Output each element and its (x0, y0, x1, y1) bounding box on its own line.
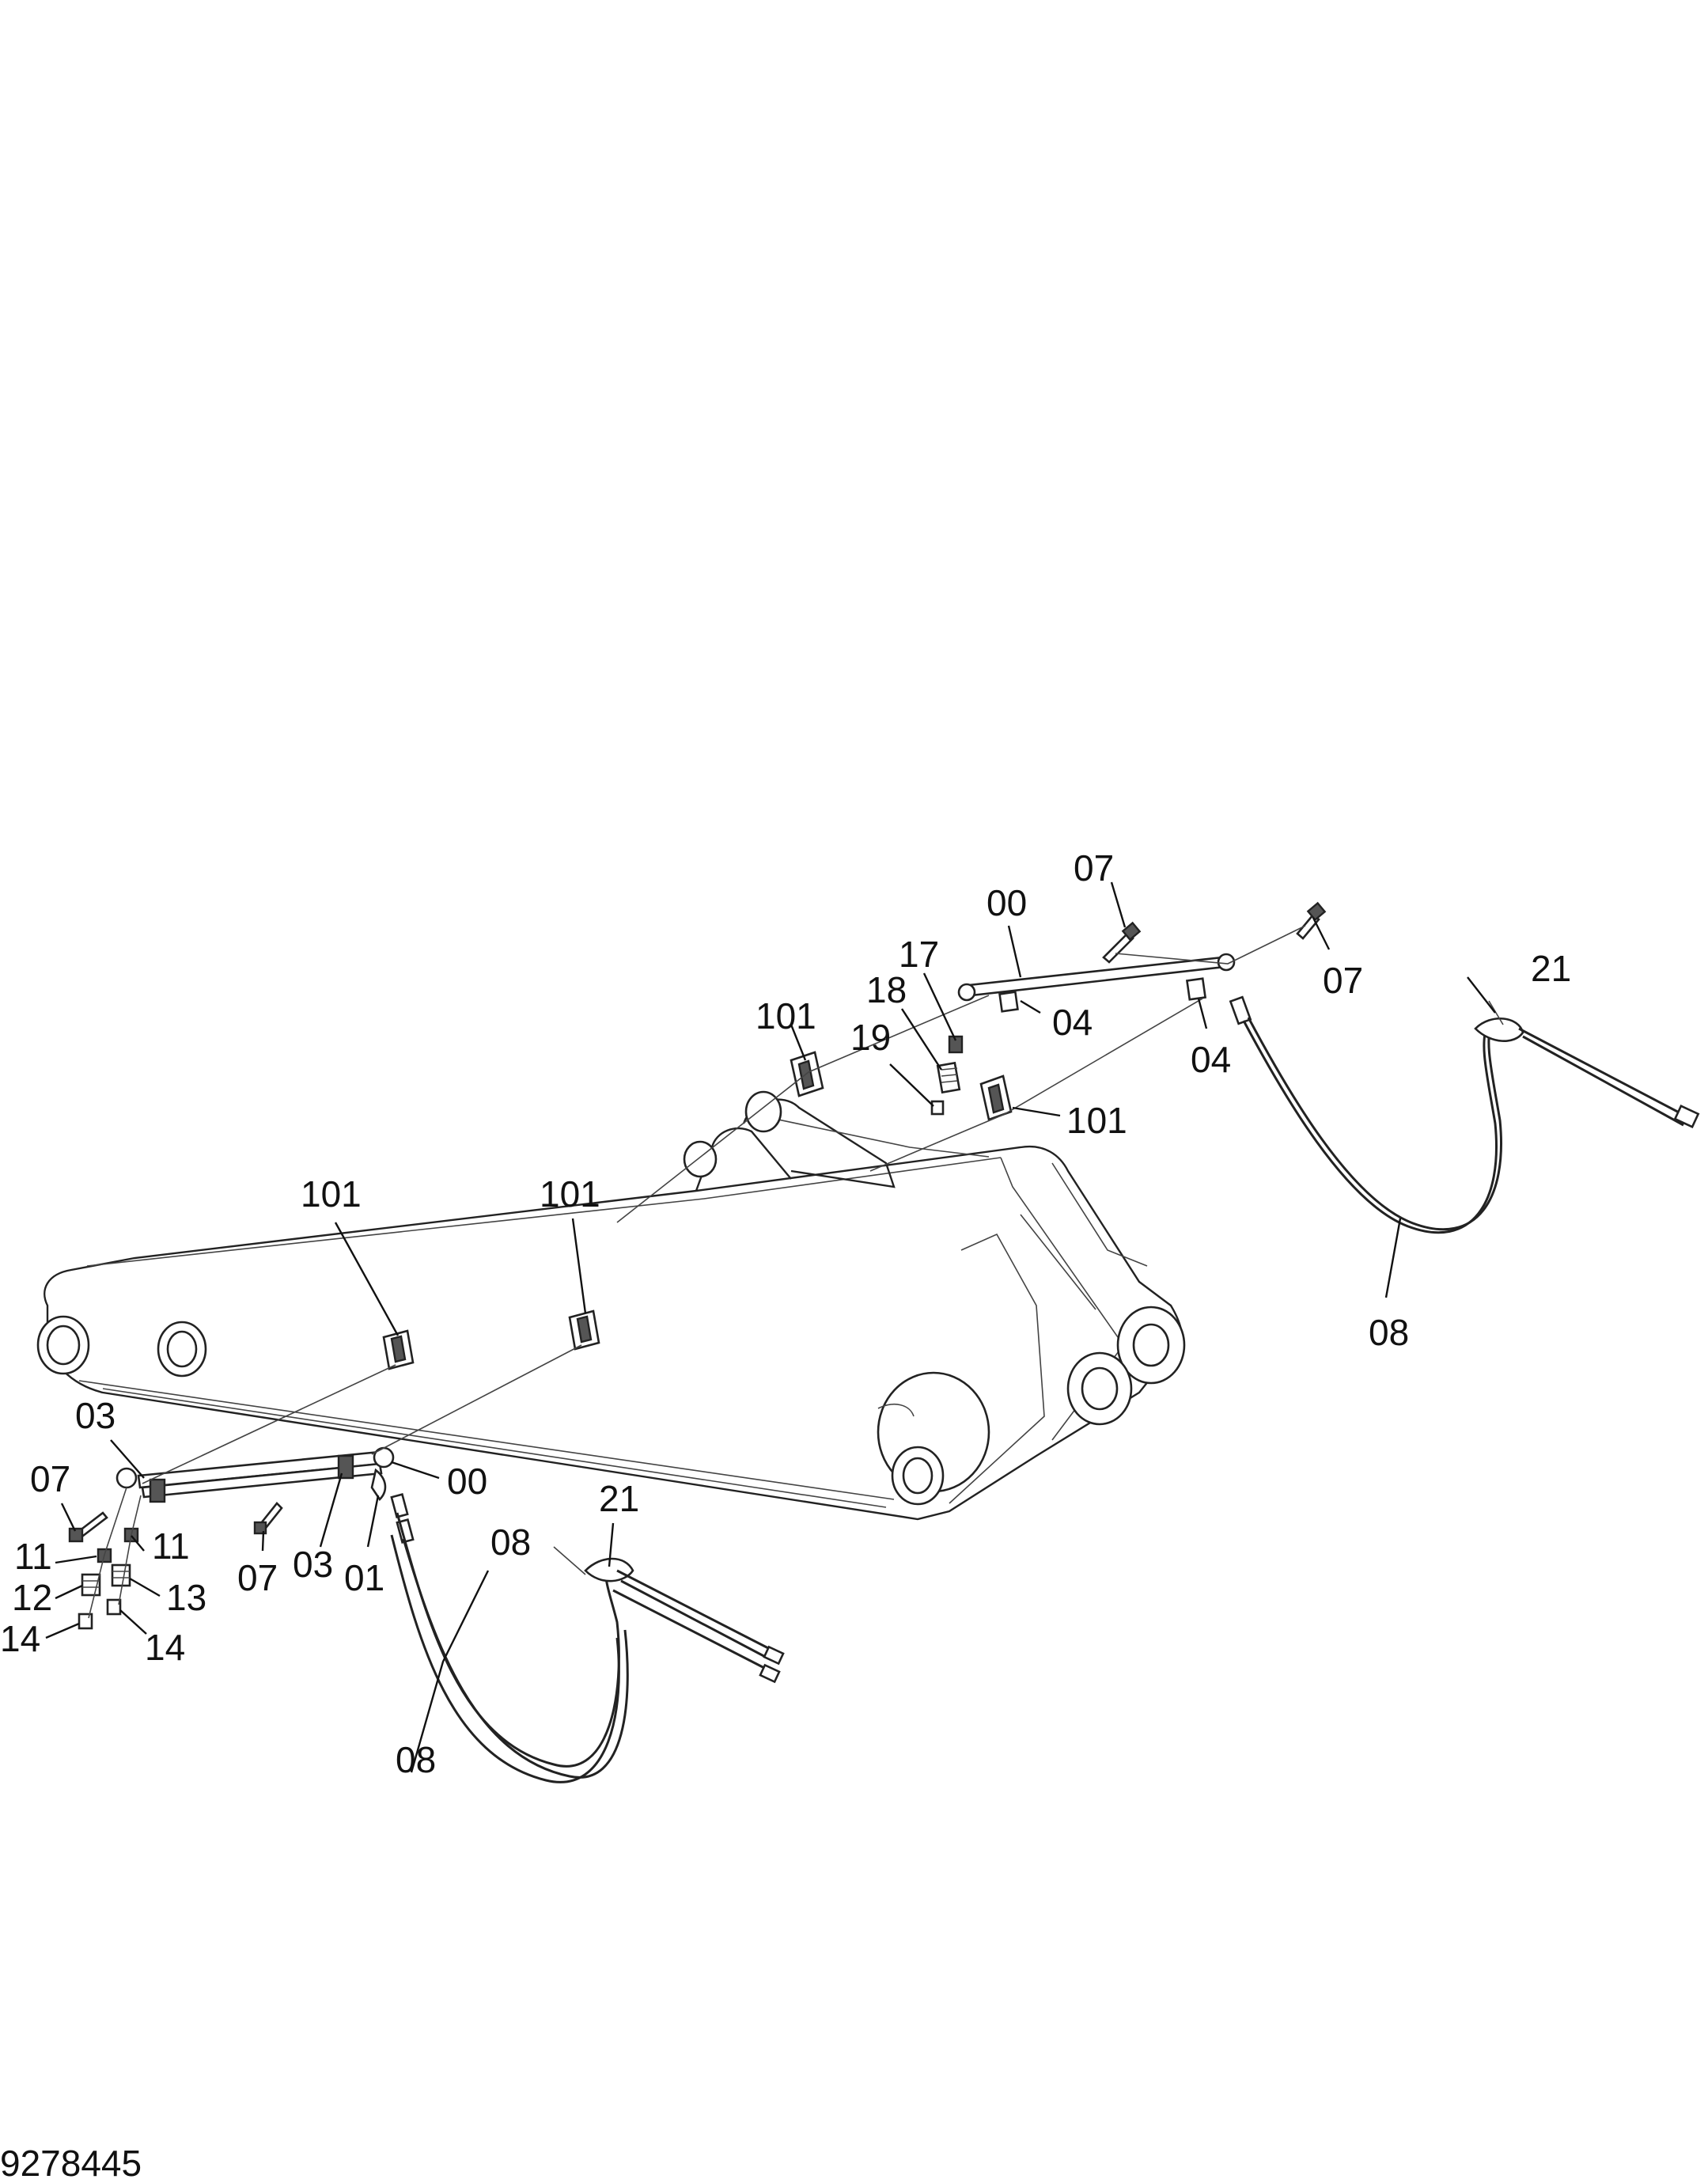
callout-11-right: 11 (152, 1525, 190, 1567)
boom-arm (36, 1090, 1186, 1521)
callout-03-upper: 03 (75, 1395, 116, 1436)
upper-pipe-assembly (616, 901, 1327, 1223)
callout-00-top: 00 (987, 882, 1027, 923)
callout-14-left: 14 (0, 1618, 40, 1659)
callout-21-right: 21 (1531, 948, 1571, 989)
callout-13: 13 (166, 1577, 206, 1618)
callout-07-mid: 07 (237, 1557, 278, 1598)
callout-101-topright: 101 (1066, 1100, 1127, 1141)
callout-101-left: 101 (301, 1173, 362, 1215)
callout-08-lower: 08 (396, 1739, 436, 1780)
lower-pipe-assembly (68, 1309, 600, 1630)
callout-07-right: 07 (1323, 960, 1363, 1001)
callout-04-right: 04 (1191, 1039, 1231, 1080)
callout-labels: 07 00 07 21 17 18 19 04 04 101 101 08 10… (0, 847, 1571, 1780)
callout-07-top: 07 (1074, 847, 1114, 889)
drawing-number: 9278445 (0, 2143, 142, 2183)
callout-101-mid: 101 (540, 1173, 600, 1215)
leader-lines (45, 881, 1496, 1773)
callout-01: 01 (344, 1557, 384, 1598)
callout-17: 17 (899, 934, 939, 975)
callout-08-right: 08 (1369, 1312, 1409, 1353)
callout-04-left: 04 (1052, 1002, 1093, 1043)
callout-08-upper: 08 (490, 1522, 531, 1563)
callout-12: 12 (12, 1577, 52, 1618)
callout-11-left: 11 (14, 1536, 52, 1577)
right-hose-assembly (1229, 995, 1700, 1234)
lower-hose-assembly (390, 1493, 785, 1783)
callout-19: 19 (850, 1017, 891, 1058)
callout-21-bottom: 21 (599, 1478, 639, 1519)
callout-07-left: 07 (30, 1458, 70, 1499)
callout-03-lower: 03 (293, 1544, 333, 1585)
callout-101-topleft: 101 (756, 995, 816, 1037)
callout-00-bottom: 00 (447, 1461, 487, 1502)
callout-18: 18 (866, 969, 907, 1010)
callout-14-right: 14 (145, 1627, 185, 1668)
